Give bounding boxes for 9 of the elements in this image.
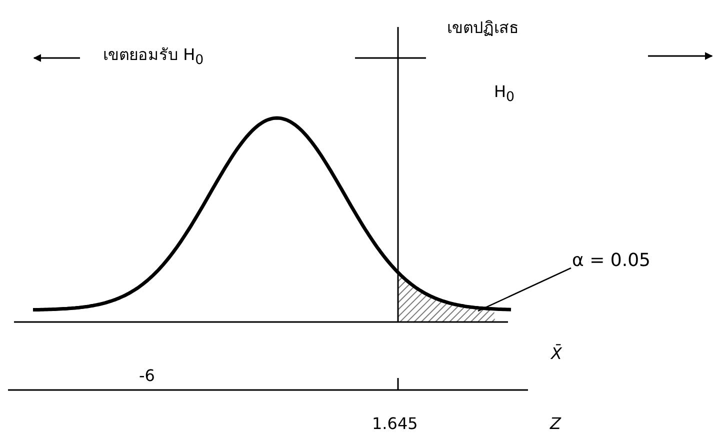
tick-label: -6 <box>139 368 155 384</box>
tick-label: 1.645 <box>372 416 418 432</box>
region-label: เขตปฏิเสธ <box>447 20 519 36</box>
significance-label: α = 0.05 <box>572 252 650 270</box>
axis-label: X̄ <box>551 346 562 362</box>
leader-line <box>478 267 572 312</box>
region-label: เขตยอมรับ H$_{0}$ <box>103 47 204 68</box>
hypothesis-label: H$_{0}$ <box>494 84 515 105</box>
axis-label: Z <box>550 416 561 432</box>
